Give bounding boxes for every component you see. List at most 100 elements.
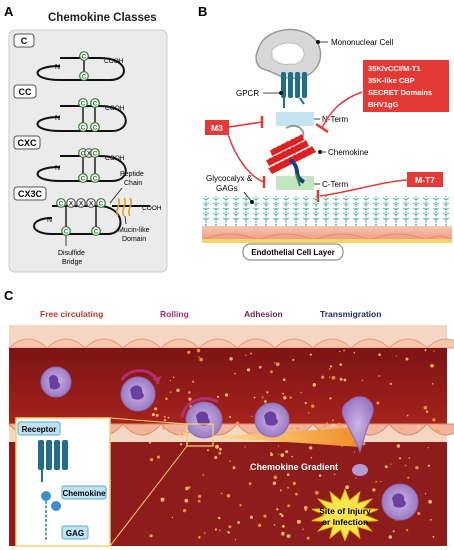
svg-text:X: X [69,200,74,207]
panel-b-letter: B [198,4,207,19]
glyco-line2: GAGs [216,184,238,193]
mucin-line1: Mucin-like [118,227,150,234]
peptide-chain-line1: Peptide [120,171,144,178]
chemokine-dot [261,396,264,399]
m3-box [205,120,229,135]
chemokine-dot [245,354,247,356]
chemokine-dot [282,392,284,395]
chemokine-dot [234,539,236,541]
step-adhesion: Adhesion [244,309,283,319]
chemokine-dot [155,414,159,417]
n-term-highlight [276,112,314,126]
glycocalyx-strand [322,196,330,226]
glycocalyx-strand [332,196,340,226]
adhesion-cell [254,402,290,438]
mononuclear-cell-label: Mononuclear Cell [331,38,393,47]
chemokine-dot [178,434,182,438]
class-tag-cc: CC [13,84,37,99]
chemokine-dot [331,419,334,422]
chemokine-dot [197,499,201,503]
chemokine-dot [149,534,153,538]
chemokine-dot [302,528,304,530]
glycocalyx-strand [442,196,450,226]
svg-text:C: C [81,124,86,131]
cysteine-residue: C [78,122,88,132]
chemokine-dot [162,426,166,430]
endothelial-label: Endothelial Cell Layer [251,248,335,257]
cooh-cc: COOH [105,105,125,112]
chemokine-dot [220,492,223,495]
chemokine-dot [264,400,267,403]
chemokine-dot [378,375,381,377]
chemokine-dot [183,432,187,437]
chemokine-dot [169,380,172,382]
chemokine-dot [288,428,290,430]
chemokine-dot [295,492,298,496]
chemokine-dot [218,529,221,532]
chemokine-dot [353,352,356,354]
panel-c-letter: C [4,288,14,303]
chemokine-dot [279,512,282,516]
gpcr-receptor [281,72,307,108]
chemokine-dot [345,485,349,490]
glyco-pointer [243,191,253,203]
chemokine-dot [296,426,300,431]
svg-text:C: C [93,150,98,157]
svg-text:CC: CC [19,87,32,97]
chemokine-dot [389,382,392,385]
c-term-label: C-Term [322,180,349,189]
inhibitor-line-1: 35K/vCCI/M-T1 [368,64,421,73]
chemokine-dot [192,380,195,383]
chemokine-dot [229,416,232,418]
chemokine-dot [361,379,364,382]
svg-text:X: X [89,200,94,207]
svg-text:C: C [82,53,87,60]
chemokine-dot [197,494,202,498]
chemokine-dot [234,372,236,375]
gpcr-label: GPCR [236,89,259,98]
chemokine-dot [375,480,378,483]
mt7-label: M-T7 [415,175,435,185]
step-free-circulating: Free circulating [40,309,103,319]
chemokine-dot [355,477,357,479]
chemokine-dot [423,405,428,410]
chemokine-dot [286,534,291,538]
chemokine-dot [219,447,222,451]
glycocalyx-strand [282,196,290,226]
chemokine-dot [287,486,289,489]
glycocalyx-strand [262,196,270,226]
chemokine-dot [251,415,253,418]
chemokine-dot [214,456,218,459]
gag-label: GAG [66,529,84,538]
panel-a-letter: A [4,4,14,19]
mucin-line2: Domain [122,236,146,243]
chemokine-dot [432,418,436,422]
chemokine-dot [187,486,191,489]
peptide-chain-line2: Chain [124,180,142,187]
chemokine-dot [304,401,307,405]
chemokine-dot [329,376,331,378]
chemokine-label-b: Chemokine [328,148,369,157]
chemokine-dot [160,497,165,502]
chemokine-dot [323,424,327,428]
chemokine-dot [163,418,167,422]
chemokine-dot [198,536,201,539]
mt7-arrow [319,179,408,197]
svg-text:C: C [21,36,28,46]
endothelial-cell-borders [201,233,453,241]
cooh-c: COOH [104,58,124,65]
chemokine-dot [273,475,278,480]
chemokine-dot [214,528,217,531]
x-residue: X [86,198,96,208]
chemokine-dot [163,415,166,418]
zoom-region [186,423,214,447]
cysteine-residue: C [61,226,71,236]
chemokine-dot [395,355,397,357]
chemokine-dot [281,531,285,536]
svg-text:CXC: CXC [17,138,37,148]
chemokine-dot [310,457,313,459]
zoom-lines [109,417,188,547]
chemokine-dot [312,383,317,387]
chemokine-dot [258,365,262,369]
